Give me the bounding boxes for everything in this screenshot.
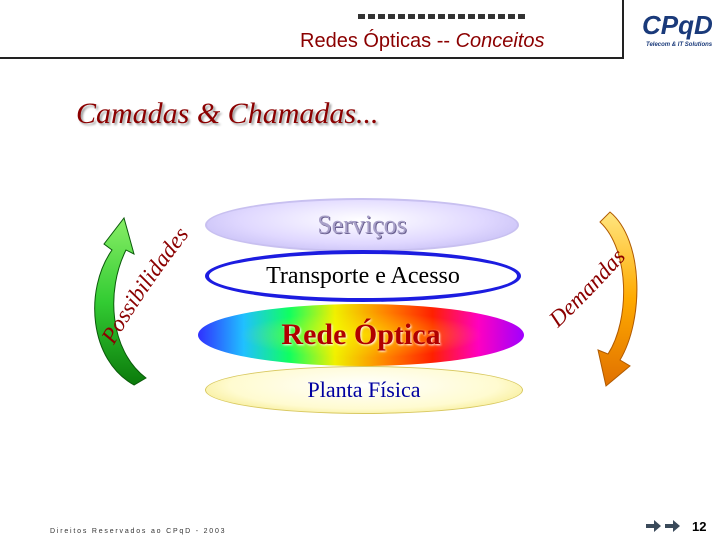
layer-transporte-acesso-label: Transporte e Acesso xyxy=(266,262,460,289)
demandas-group: Demandas xyxy=(548,211,638,387)
header-title-plain: Redes Ópticas -- xyxy=(300,30,456,52)
slide-nav[interactable] xyxy=(644,518,684,534)
layer-rede-optica-label: Rede Óptica xyxy=(281,318,441,351)
layer-rede-optica: Rede Óptica xyxy=(198,304,524,366)
curved-down-arrow-icon xyxy=(597,211,638,387)
copyright-footer: Direitos Reservados ao CPqD - 2003 xyxy=(50,528,227,535)
layer-servicos: Serviços xyxy=(205,198,519,252)
curved-up-arrow-icon xyxy=(94,216,147,386)
header-title-italic: Conceitos xyxy=(455,30,545,52)
section-title: Camadas & Chamadas... xyxy=(76,97,379,130)
svg-text:Demandas: Demandas xyxy=(548,244,630,333)
header-title: Redes Ópticas -- Conceitos xyxy=(300,30,545,53)
demandas-label: Demandas xyxy=(548,244,630,333)
layer-rede-optica-glow xyxy=(238,312,484,358)
nav-arrow-icon[interactable] xyxy=(646,520,661,532)
layer-transporte-acesso: Transporte e Acesso xyxy=(205,250,521,302)
dotted-bar-icon xyxy=(358,6,530,19)
nav-arrow-icon[interactable] xyxy=(665,520,680,532)
logo-brand: CPqD xyxy=(642,10,713,40)
layer-planta-fisica-label: Planta Física xyxy=(307,377,421,402)
header-vertical-divider xyxy=(622,0,624,59)
layer-servicos-label: Serviços xyxy=(317,210,407,239)
header-divider xyxy=(0,57,622,59)
layer-planta-fisica: Planta Física xyxy=(205,366,523,414)
possibilidades-group: Possibilidades xyxy=(94,216,193,386)
page-number: 12 xyxy=(692,519,707,534)
cpqd-logo: CPqD Telecom & IT Solutions xyxy=(642,10,713,48)
logo-tagline: Telecom & IT Solutions xyxy=(646,42,713,48)
